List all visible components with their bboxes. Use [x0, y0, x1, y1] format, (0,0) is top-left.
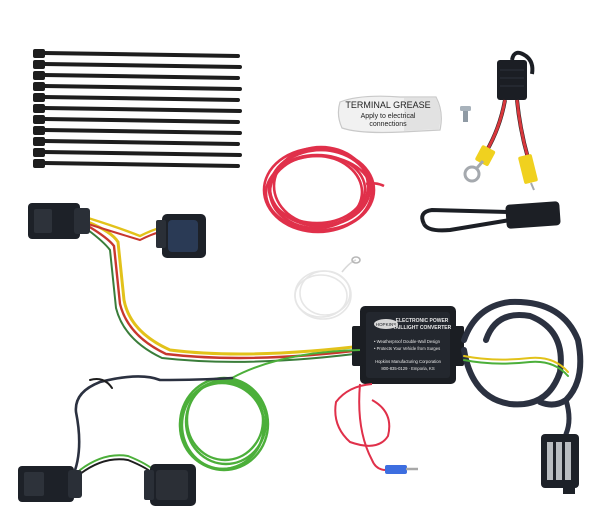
grease-line-2: connections	[369, 121, 407, 128]
converter-footer-1: Hopkins Manufacturing Corporation	[375, 359, 442, 364]
converter-module: HOPKINS ELECTRONIC POWER TAILLIGHT CONVE…	[352, 306, 464, 384]
fuse-holder	[463, 50, 538, 191]
converter-footer-2: 800-835-0129 · Emporia, KS	[381, 366, 435, 371]
lower-connector-right	[144, 464, 196, 506]
white-wire-coil	[294, 256, 361, 320]
red-power-wire	[334, 383, 418, 474]
trailer-4-flat-connector	[541, 434, 579, 494]
vehicle-connector-male	[28, 203, 90, 239]
zip-ties	[33, 49, 242, 168]
grease-packet: TERMINAL GREASE Apply to electrical conn…	[337, 95, 442, 134]
converter-bullet-1: • Weatherproof Double-Wall Design	[374, 339, 441, 344]
lower-harness	[70, 375, 234, 480]
converter-title-1: ELECTRONIC POWER	[396, 318, 449, 324]
green-wire-coil	[178, 349, 361, 472]
dust-cap	[420, 201, 561, 233]
screw	[460, 106, 471, 122]
grease-line-1: Apply to electrical	[361, 113, 416, 120]
converter-bullet-2: • Protects Your Vehicle from Surges	[374, 346, 440, 351]
vehicle-side-harness	[86, 216, 372, 363]
converter-brand: HOPKINS	[376, 322, 397, 327]
converter-title-2: TAILLIGHT CONVERTER	[393, 325, 452, 331]
vehicle-connector-female	[156, 214, 206, 258]
trailer-harness	[461, 298, 584, 437]
lower-connector-left	[18, 466, 82, 502]
red-wire-coil	[262, 145, 385, 234]
grease-brand: TERMINAL GREASE	[345, 100, 430, 110]
